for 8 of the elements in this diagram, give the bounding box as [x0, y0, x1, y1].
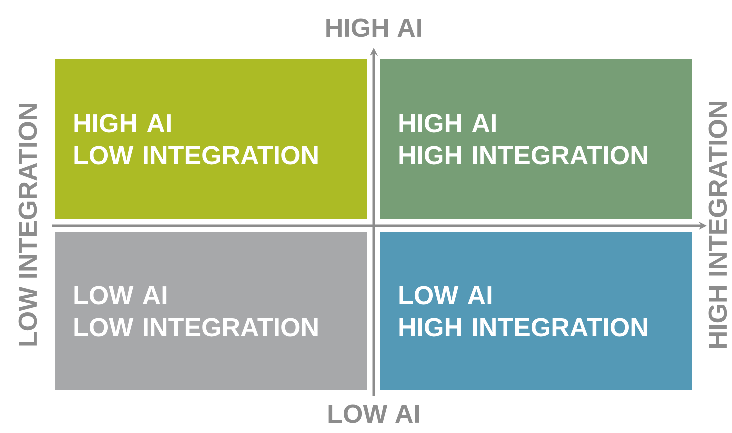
axis-label: LOW INTEGRATION	[18, 104, 38, 346]
quadrant-box: LOW AI HIGH INTEGRATION	[380, 232, 694, 392]
axis-label: HIGH AI	[326, 18, 422, 38]
quadrant-box: LOW AI LOW INTEGRATION	[54, 232, 368, 392]
quadrant-box: HIGH AI HIGH INTEGRATION	[380, 58, 694, 220]
quadrant-box: HIGH AI LOW INTEGRATION	[54, 58, 368, 220]
axis-label: LOW AI	[328, 404, 420, 424]
axis-label: HIGH INTEGRATION	[708, 102, 728, 348]
